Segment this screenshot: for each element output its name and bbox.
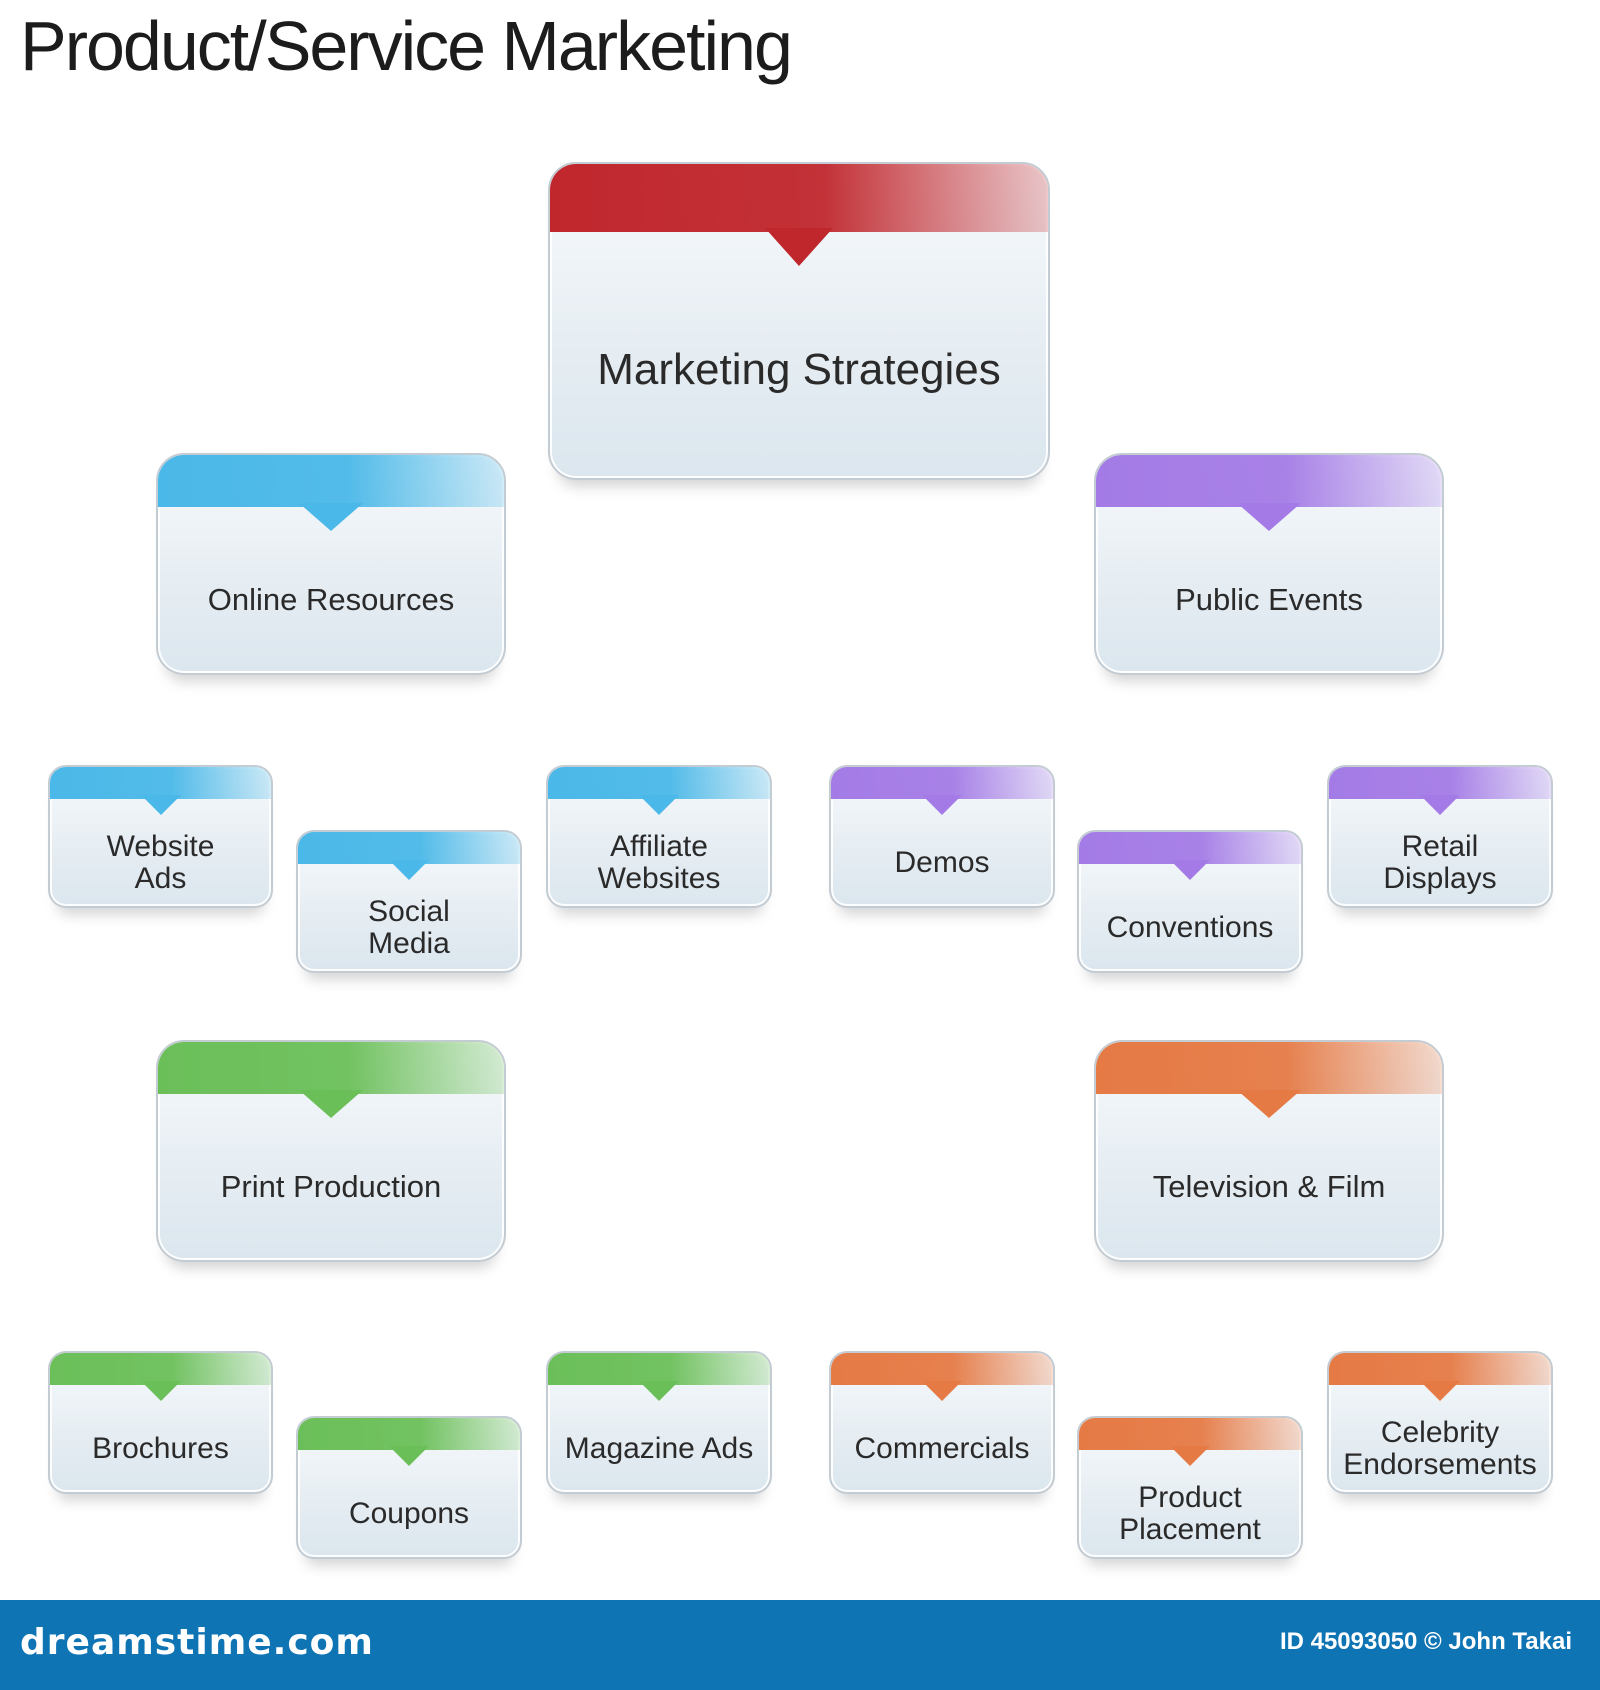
node-label-line: Social	[368, 895, 450, 928]
node-color-band	[548, 1353, 770, 1385]
down-arrow-icon	[299, 1090, 363, 1118]
node-label-line: Commercials	[854, 1432, 1030, 1465]
node-label: Public Events	[1102, 582, 1436, 617]
node-label-line: Website	[106, 830, 215, 863]
node-label: Magazine Ads	[554, 1433, 764, 1465]
node-label: Coupons	[304, 1498, 514, 1530]
down-arrow-icon	[639, 795, 679, 815]
node-label: Print Production	[164, 1169, 498, 1204]
node-color-band	[548, 767, 770, 799]
node-color-band	[831, 1353, 1053, 1385]
down-arrow-icon	[922, 795, 962, 815]
down-arrow-icon	[922, 1381, 962, 1401]
node-color-band	[550, 164, 1048, 232]
down-arrow-icon	[389, 1446, 429, 1466]
node-color-band	[1079, 832, 1301, 864]
node-color-band	[1329, 767, 1551, 799]
node-commercials: Commercials	[829, 1351, 1055, 1494]
node-label-line: Demos	[894, 846, 990, 879]
down-arrow-icon	[765, 228, 833, 266]
node-color-band	[831, 767, 1053, 799]
node-label-line: Affiliate	[610, 830, 708, 863]
down-arrow-icon	[1170, 1446, 1210, 1466]
node-label-line: Websites	[597, 861, 721, 895]
node-label: Online Resources	[164, 582, 498, 617]
node-label: Conventions	[1085, 912, 1295, 944]
node-label-line: Placement	[1119, 1512, 1261, 1546]
down-arrow-icon	[1237, 503, 1301, 531]
node-magazine-ads: Magazine Ads	[546, 1351, 772, 1494]
node-label-line: Displays	[1383, 861, 1497, 895]
down-arrow-icon	[1420, 795, 1460, 815]
node-color-band	[1079, 1418, 1301, 1450]
node-label-line: Retail	[1401, 830, 1479, 863]
node-brochures: Brochures	[48, 1351, 273, 1494]
node-label-line: Endorsements	[1343, 1447, 1537, 1481]
node-label-line: Marketing Strategies	[597, 345, 1001, 394]
footer-bar: dreamstime.com ID 45093050 © John Takai	[0, 1600, 1600, 1690]
node-label: Television & Film	[1102, 1169, 1436, 1204]
node-color-band	[1329, 1353, 1551, 1385]
down-arrow-icon	[140, 795, 181, 815]
node-online-resources: Online Resources	[156, 453, 506, 675]
node-label-line: Online Resources	[207, 582, 455, 617]
node-label-line: Public Events	[1175, 582, 1363, 617]
node-color-band	[50, 1353, 271, 1385]
node-color-band	[50, 767, 271, 799]
node-label-line: Celebrity	[1380, 1416, 1500, 1449]
node-public-events: Public Events	[1094, 453, 1444, 675]
down-arrow-icon	[1170, 860, 1210, 880]
node-television-film: Television & Film	[1094, 1040, 1444, 1262]
node-demos: Demos	[829, 765, 1055, 908]
node-color-band	[158, 1042, 504, 1094]
down-arrow-icon	[1237, 1090, 1301, 1118]
node-label: Demos	[837, 847, 1047, 879]
down-arrow-icon	[299, 503, 363, 531]
node-color-band	[1096, 455, 1442, 507]
node-label-line: Media	[368, 926, 450, 960]
down-arrow-icon	[1420, 1381, 1460, 1401]
down-arrow-icon	[639, 1381, 679, 1401]
page-title: Product/Service Marketing	[20, 7, 793, 85]
node-label-line: Brochures	[92, 1432, 229, 1465]
node-coupons: Coupons	[296, 1416, 522, 1559]
node-label-line: Product	[1138, 1481, 1242, 1514]
node-label-line: Conventions	[1106, 911, 1274, 944]
node-color-band	[158, 455, 504, 507]
node-conventions: Conventions	[1077, 830, 1303, 973]
node-label-line: Coupons	[348, 1497, 470, 1530]
image-credit: ID 45093050 © John Takai	[1279, 1628, 1572, 1655]
node-color-band	[1096, 1042, 1442, 1094]
node-color-band	[298, 1418, 520, 1450]
node-marketing-strategies: Marketing Strategies	[548, 162, 1050, 480]
node-label: Brochures	[56, 1433, 265, 1465]
node-print-production: Print Production	[156, 1040, 506, 1262]
node-label-line: Ads	[134, 861, 187, 895]
down-arrow-icon	[389, 860, 429, 880]
node-color-band	[298, 832, 520, 864]
brand-logo: dreamstime.com	[20, 1622, 374, 1663]
node-label: Commercials	[837, 1433, 1047, 1465]
node-label-line: Print Production	[220, 1169, 442, 1204]
node-label-line: Magazine Ads	[564, 1432, 754, 1465]
node-label-line: Television & Film	[1152, 1169, 1386, 1204]
node-label: Marketing Strategies	[556, 345, 1042, 394]
down-arrow-icon	[140, 1381, 181, 1401]
